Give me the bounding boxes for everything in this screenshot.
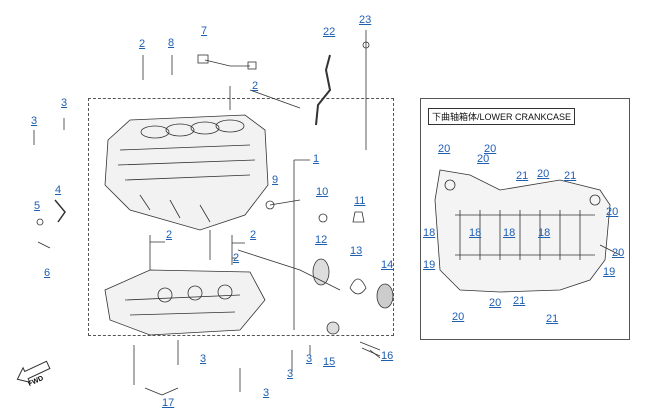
inset-callout-20e[interactable]: 20 xyxy=(606,206,619,218)
lower-crankcase-inset-frame xyxy=(420,98,630,340)
upper-crankcase xyxy=(104,114,269,231)
lower-crankcase xyxy=(104,269,266,336)
callout-6[interactable]: 6 xyxy=(44,267,51,279)
callout-14[interactable]: 14 xyxy=(381,259,394,271)
upper-crankcase-frame xyxy=(88,98,394,336)
callout-17[interactable]: 17 xyxy=(162,397,175,409)
callout-9[interactable]: 9 xyxy=(272,174,279,186)
inset-callout-18b[interactable]: 18 xyxy=(469,227,482,239)
callout-3f[interactable]: 3 xyxy=(263,387,270,399)
callout-2c[interactable]: 2 xyxy=(166,229,173,241)
callout-3b[interactable]: 3 xyxy=(31,115,38,127)
inset-callout-18d[interactable]: 18 xyxy=(538,227,551,239)
callout-10[interactable]: 10 xyxy=(316,186,329,198)
callout-8[interactable]: 8 xyxy=(168,37,175,49)
callout-15[interactable]: 15 xyxy=(323,356,336,368)
callout-2e[interactable]: 2 xyxy=(233,252,240,264)
inset-callout-21a[interactable]: 21 xyxy=(516,170,529,182)
inset-callout-18a[interactable]: 18 xyxy=(423,227,436,239)
callout-7[interactable]: 7 xyxy=(201,25,208,37)
callout-5[interactable]: 5 xyxy=(34,200,41,212)
callout-3c[interactable]: 3 xyxy=(200,353,207,365)
inset-callout-20f[interactable]: 20 xyxy=(612,247,625,259)
callout-2d[interactable]: 2 xyxy=(250,229,257,241)
inset-title: 下曲轴箱体/LOWER CRANKCASE xyxy=(428,108,576,125)
callout-4[interactable]: 4 xyxy=(55,184,62,196)
callout-13[interactable]: 13 xyxy=(350,245,363,257)
inset-callout-21d[interactable]: 21 xyxy=(546,313,559,325)
callout-2b[interactable]: 2 xyxy=(252,80,259,92)
callout-11[interactable]: 11 xyxy=(354,195,366,207)
callout-12[interactable]: 12 xyxy=(315,234,328,246)
inset-callout-19a[interactable]: 19 xyxy=(423,259,436,271)
inset-callout-21c[interactable]: 21 xyxy=(513,295,526,307)
inset-callout-20a[interactable]: 20 xyxy=(438,143,451,155)
callout-23[interactable]: 23 xyxy=(359,14,372,26)
callout-2a[interactable]: 2 xyxy=(139,38,146,50)
callout-22[interactable]: 22 xyxy=(323,26,336,38)
callout-16[interactable]: 16 xyxy=(381,350,394,362)
inset-callout-20c[interactable]: 20 xyxy=(477,153,490,165)
inset-callout-19b[interactable]: 19 xyxy=(603,266,616,278)
inset-callout-21b[interactable]: 21 xyxy=(564,170,577,182)
inset-lower-crankcase xyxy=(434,169,621,293)
callout-3e[interactable]: 3 xyxy=(306,353,313,365)
inset-callout-20h[interactable]: 20 xyxy=(489,297,502,309)
callout-3a[interactable]: 3 xyxy=(61,97,68,109)
callout-1[interactable]: 1 xyxy=(313,153,320,165)
inset-callout-20b[interactable]: 20 xyxy=(484,143,497,155)
callout-3d[interactable]: 3 xyxy=(287,368,294,380)
inset-callout-18c[interactable]: 18 xyxy=(503,227,516,239)
inset-callout-20d[interactable]: 20 xyxy=(537,168,550,180)
inset-callout-20g[interactable]: 20 xyxy=(452,311,465,323)
